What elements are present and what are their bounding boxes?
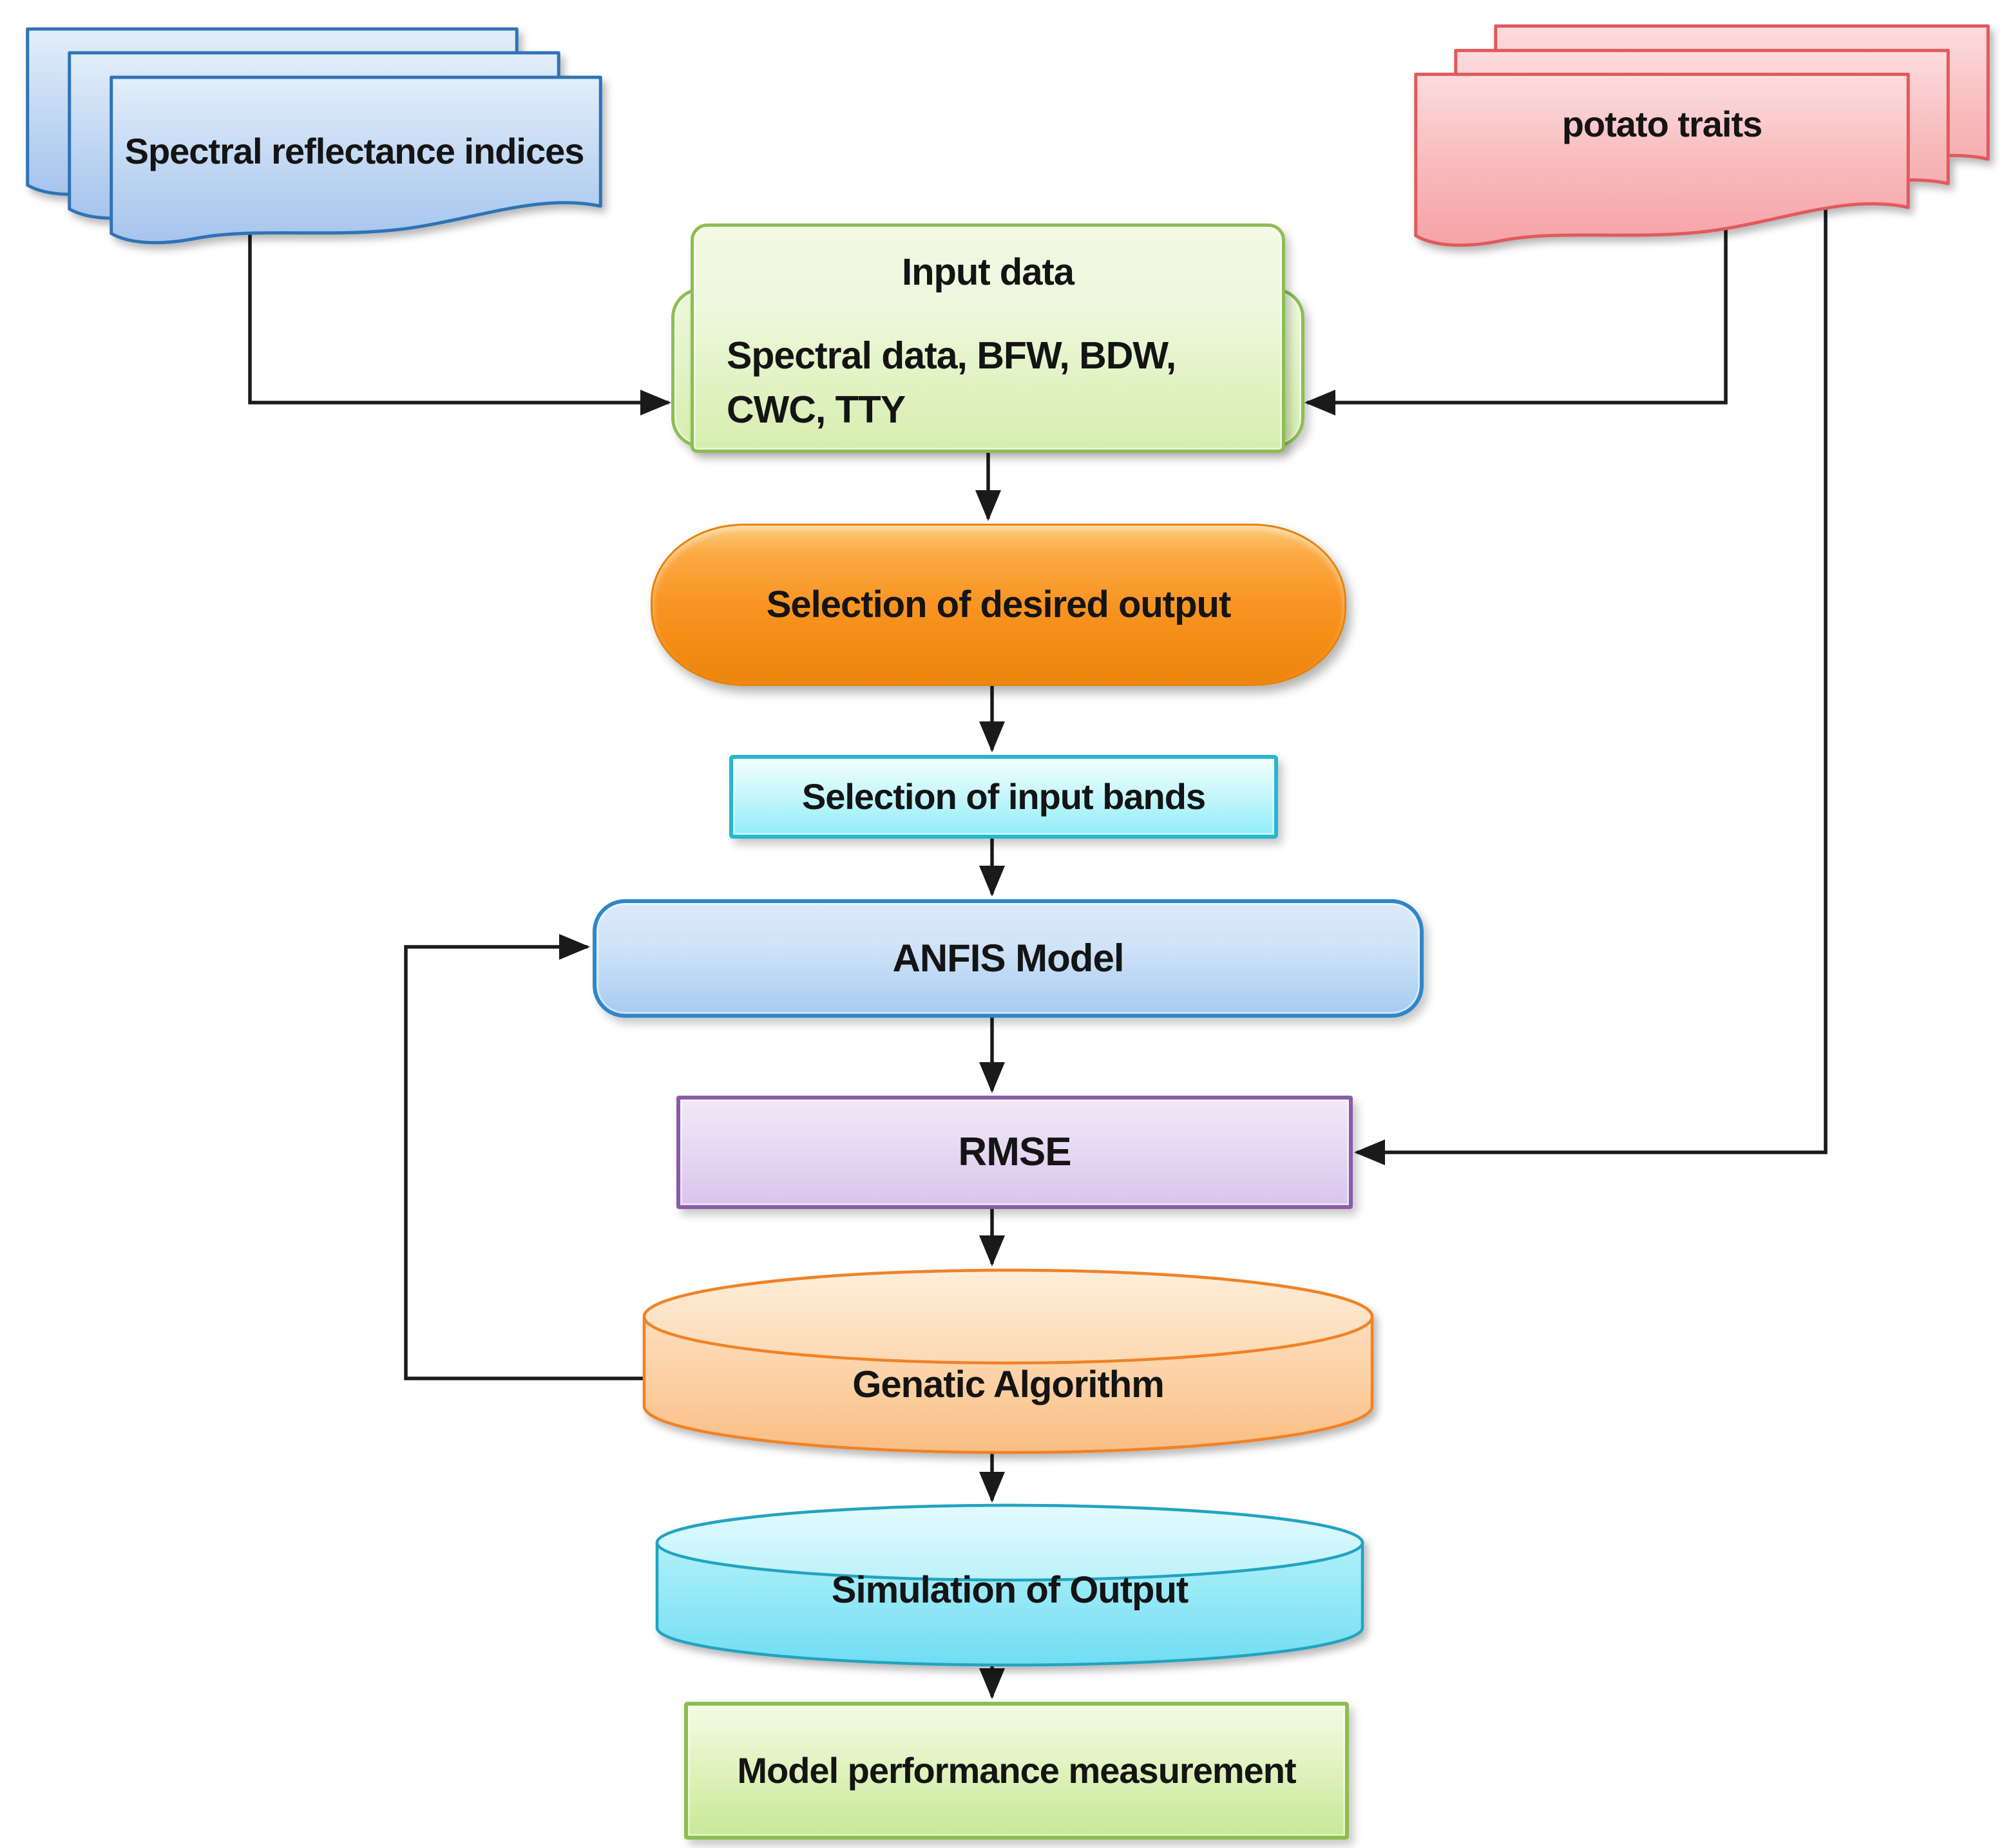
anfis-model-node <box>593 899 1424 1018</box>
simulation-cylinder <box>655 1503 1364 1667</box>
anfis-model-label: ANFIS Model <box>892 937 1125 980</box>
arrow-potato-to-rmse <box>1354 193 1828 1165</box>
selection-bands-label: Selection of input bands <box>801 776 1206 817</box>
input-data-body: Spectral data, BFW, BDW, CWC, TTY <box>727 334 1176 431</box>
sim-cylinder-top <box>655 1503 1364 1582</box>
input-data-title: Input data <box>901 251 1074 294</box>
simulation-output-label: Simulation of Output <box>831 1569 1189 1612</box>
rmse-node <box>676 1096 1353 1209</box>
ga-cylinder-top <box>642 1268 1374 1365</box>
spectral-docs-label: Spectral reflectance indices <box>124 130 585 171</box>
genetic-algorithm-label: Genatic Algorithm <box>852 1363 1165 1405</box>
genetic-algorithm-cylinder <box>642 1268 1374 1454</box>
selection-bands-node <box>729 755 1278 839</box>
arrow-ga-feedback-to-anfis <box>404 934 651 1380</box>
potato-docs-label: potato traits <box>1561 103 1763 144</box>
rmse-label: RMSE <box>958 1129 1071 1174</box>
arrow-potato-to-input <box>1304 203 1728 415</box>
model-performance-node <box>684 1702 1349 1840</box>
connectors <box>248 193 1828 1699</box>
input-data-node <box>691 224 1285 453</box>
selection-output-node <box>651 524 1346 686</box>
arrow-spectral-to-input <box>248 213 671 415</box>
model-performance-label: Model performance measurement <box>737 1749 1296 1791</box>
selection-output-label: Selection of desired output <box>766 584 1232 626</box>
